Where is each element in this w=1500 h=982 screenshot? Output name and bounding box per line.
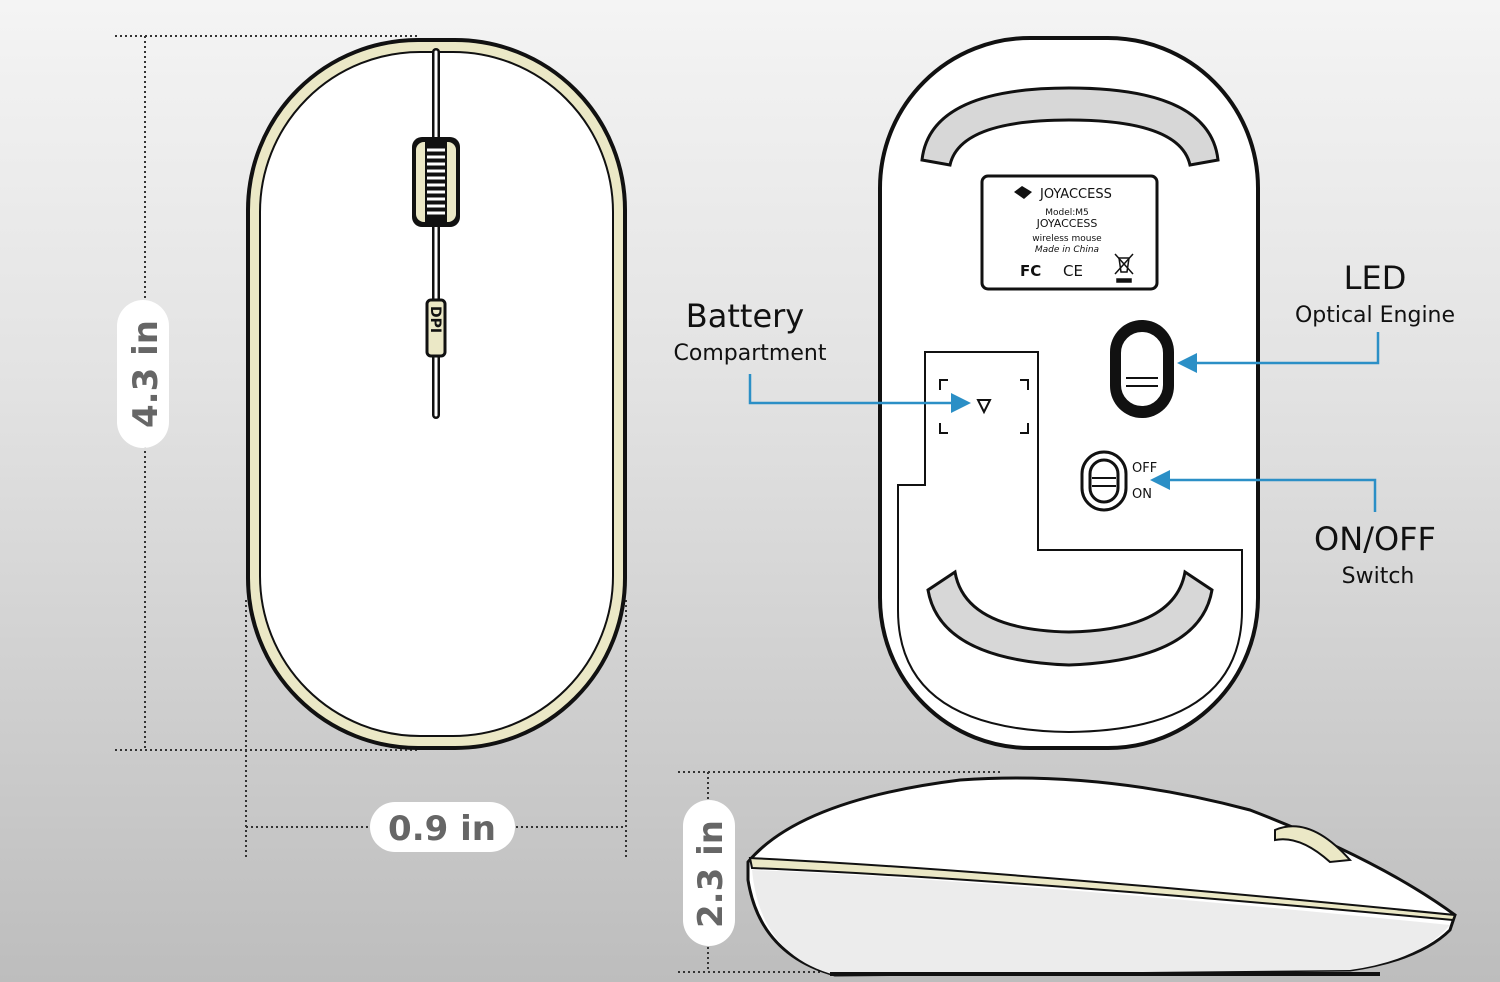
battery-callout: Battery Compartment — [674, 297, 971, 413]
svg-text:Switch: Switch — [1342, 564, 1415, 589]
bottom-foot-pad — [926, 569, 1214, 667]
top-foot-pad — [920, 86, 1220, 167]
length-label: 4.3 in — [117, 300, 169, 448]
svg-text:Model:M5: Model:M5 — [1045, 208, 1089, 218]
width-label: 0.9 in — [370, 802, 515, 852]
dpi-button: DPI — [425, 298, 447, 358]
svg-text:JOYACCESS: JOYACCESS — [1036, 217, 1098, 230]
svg-text:Optical Engine: Optical Engine — [1295, 303, 1455, 328]
battery-cover-latch — [939, 379, 1029, 434]
svg-text:Compartment: Compartment — [674, 341, 827, 366]
weee-bin-icon — [1114, 253, 1134, 283]
svg-text:FC: FC — [1020, 262, 1041, 280]
mouse-top-view: DPI — [246, 38, 627, 750]
led-callout: LED Optical Engine — [1177, 259, 1455, 373]
svg-text:DPI: DPI — [427, 306, 443, 333]
side-scroll-wheel — [1274, 825, 1353, 864]
mouse-bottom-view: JOYACCESS Model:M5 JOYACCESS wireless mo… — [878, 36, 1260, 750]
mouse-side-view — [746, 776, 1457, 977]
svg-text:LED: LED — [1344, 259, 1407, 297]
svg-text:Made in China: Made in China — [1035, 245, 1099, 255]
svg-text:wireless mouse: wireless mouse — [1032, 234, 1102, 244]
svg-text:OFF: OFF — [1132, 461, 1157, 476]
optical-sensor — [1110, 320, 1174, 418]
switch-callout: ON/OFF Switch — [1150, 470, 1436, 589]
svg-text:ON: ON — [1132, 487, 1152, 502]
svg-text:ON/OFF: ON/OFF — [1314, 520, 1436, 558]
brand-logo-icon — [1014, 186, 1032, 199]
svg-text:Battery: Battery — [686, 297, 804, 335]
svg-text:CE: CE — [1063, 262, 1083, 280]
svg-text:4.3 in: 4.3 in — [126, 320, 166, 428]
height-label: 2.3 in — [683, 800, 735, 946]
power-switch: OFF ON — [1080, 450, 1157, 512]
svg-text:2.3 in: 2.3 in — [691, 820, 731, 928]
product-label: JOYACCESS Model:M5 JOYACCESS wireless mo… — [980, 174, 1159, 291]
scroll-wheel — [412, 137, 460, 227]
svg-text:0.9 in: 0.9 in — [388, 809, 496, 849]
svg-text:JOYACCESS: JOYACCESS — [1039, 187, 1112, 202]
